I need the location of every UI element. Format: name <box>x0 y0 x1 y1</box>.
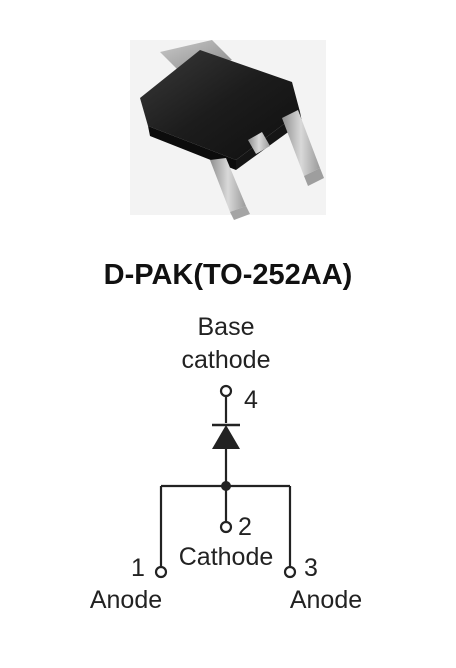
pin-1-number: 1 <box>131 554 145 582</box>
package-left-lead-foot <box>230 206 250 220</box>
diode-common-cathode-symbol <box>154 384 297 579</box>
pin-3-terminal <box>283 565 297 579</box>
pin-2-number: 2 <box>238 513 252 541</box>
pin-4-name-line1: Base <box>198 313 255 341</box>
package-left-lead <box>210 158 246 212</box>
pin-4-terminal <box>219 384 233 398</box>
package-right-lead <box>282 110 320 176</box>
pin-4-name-line2: cathode <box>182 346 271 374</box>
package-body <box>140 50 300 160</box>
pin-4-number: 4 <box>244 386 258 414</box>
pin-1-terminal <box>154 565 168 579</box>
pin-2-terminal <box>219 520 233 534</box>
package-title: D-PAK(TO-252AA) <box>104 259 353 291</box>
pin-3-number: 3 <box>304 554 318 582</box>
d-pak-package-photo <box>130 40 326 220</box>
diode-triangle <box>212 425 240 449</box>
pin-3-name: Anode <box>290 586 362 614</box>
package-right-lead-foot <box>304 168 324 186</box>
pin-2-name: Cathode <box>179 543 274 571</box>
package-center-lead <box>248 132 270 154</box>
package-body-edge <box>148 126 236 170</box>
pin-1-name: Anode <box>90 586 162 614</box>
